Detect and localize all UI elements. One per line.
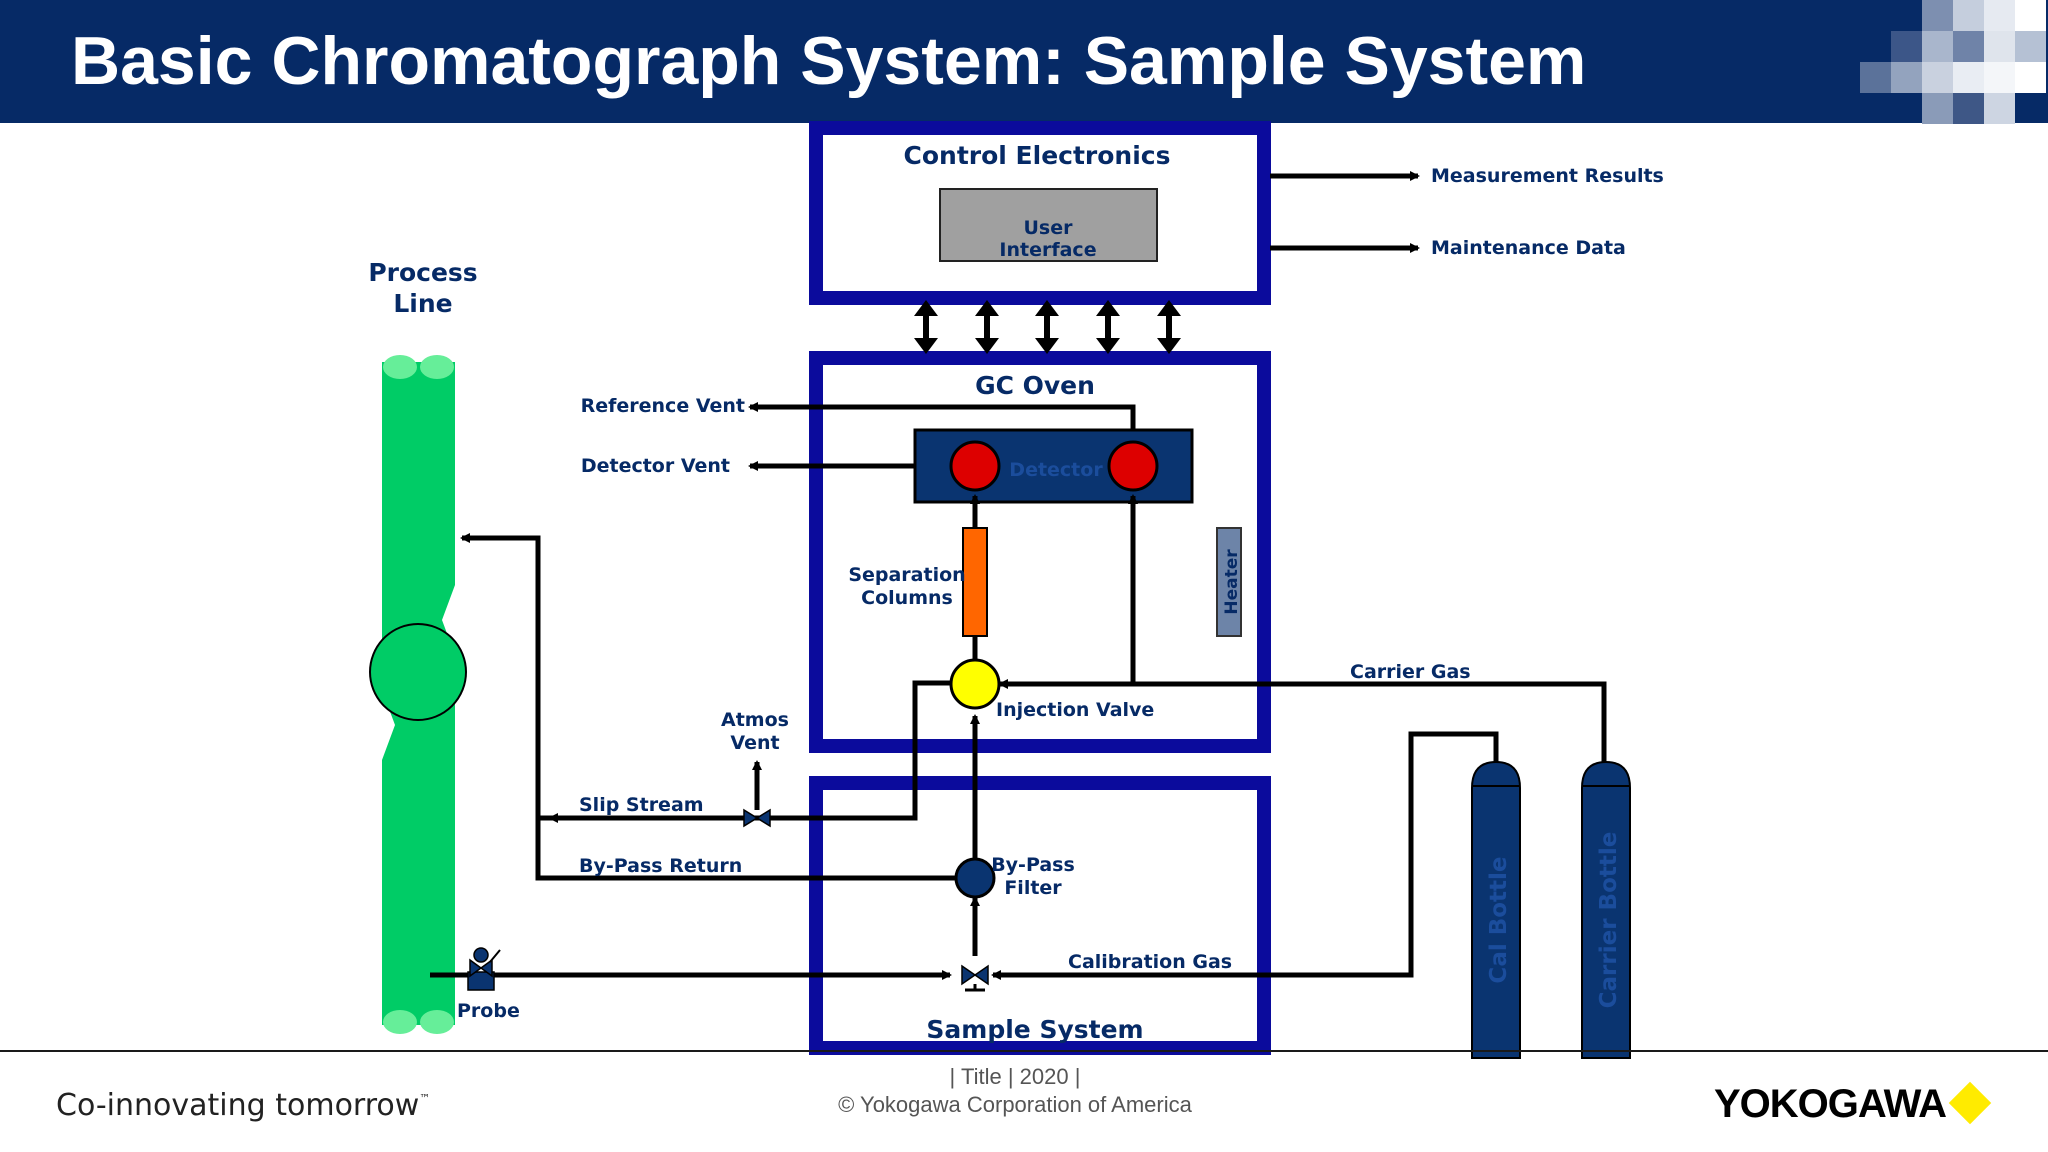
cal-bottle-label: Cal Bottle [1486,856,1512,983]
probe-icon [467,947,501,991]
trademark-mark: ™ [419,1092,431,1105]
sample-detector-circle [1107,440,1159,492]
heater-bar [1216,527,1242,637]
decorative-squares [1860,0,2048,124]
atmos-vent-label-1: Atmos [721,709,789,731]
gc-oven-label: GC Oven [975,371,1095,400]
tagline: Co-innovating tomorrow™ [56,1088,430,1123]
bypass-filter-circle [954,857,996,899]
yokogawa-logo: YOKOGAWA [1714,1082,1947,1126]
process-line-label-2: Line [393,289,452,318]
footer-title-line: | Title | 2020 | [949,1064,1081,1089]
tagline-text: Co-innovating tomorrow [56,1088,420,1123]
separation-columns-label-2: Columns [861,587,953,609]
process-line-label-1: Process [368,258,477,287]
data-link-arrowheads [914,300,1181,354]
atmos-vent-valve [743,808,771,828]
footer-copyright: © Yokogawa Corporation of America [838,1092,1192,1117]
maintenance-data-label: Maintenance Data [1431,237,1626,259]
detector-label: Detector [1009,459,1103,481]
control-electronics-box [809,121,1271,305]
sample-system-label: Sample System [926,1015,1143,1044]
bypass-return-label: By-Pass Return [579,855,742,877]
sample-system-box [809,776,1271,1055]
injection-valve-label: Injection Valve [996,699,1154,721]
gc-oven-box [809,351,1271,753]
control-electronics-label: Control Electronics [904,141,1171,170]
separation-columns-label-1: Separation [848,564,965,586]
carrier-bottle-label: Carrier Bottle [1596,832,1622,1009]
user-interface-label-2: Interface [999,239,1096,261]
bypass-filter-label-1: By-Pass [991,854,1075,876]
measurement-results-label: Measurement Results [1431,165,1664,187]
heater-label: Heater [1222,549,1242,615]
separation-column [962,527,988,637]
bypass-filter-label-2: Filter [1004,877,1062,899]
header-bar: Basic Chromatograph System: Sample Syste… [0,0,2048,124]
user-interface-label-1: User [1024,217,1074,239]
injection-valve-circle [949,658,1001,710]
process-line-pipe [369,355,467,1034]
calibration-gas-label: Calibration Gas [1068,951,1232,973]
slip-stream-label: Slip Stream [579,794,704,816]
user-interface-box [939,188,1158,262]
atmos-vent-label-2: Vent [730,732,779,754]
reference-detector-circle [949,440,1001,492]
flow-lines [430,171,1607,980]
probe-label: Probe [457,1000,520,1022]
carrier-gas-label: Carrier Gas [1350,661,1471,683]
reference-vent-label: Reference Vent [581,395,745,417]
slide-title: Basic Chromatograph System: Sample Syste… [71,23,1587,99]
detector-vent-label: Detector Vent [581,455,730,477]
sample-valve [961,964,989,992]
